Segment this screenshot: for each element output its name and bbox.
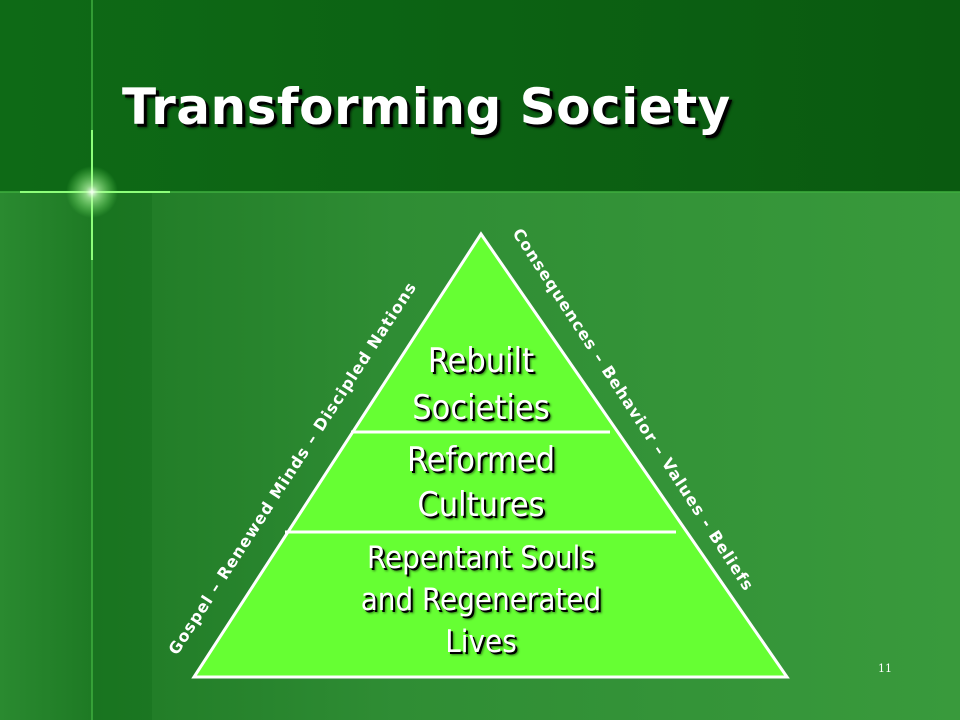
tier-label-top: Rebuilt Societies — [412, 341, 550, 428]
slide-title: Transforming Society — [122, 78, 731, 136]
tier-label-bottom: Repentant Souls and Regenerated Lives — [360, 540, 602, 660]
tier-label-middle: Reformed Cultures — [406, 440, 556, 525]
pyramid-shape — [191, 231, 790, 679]
slide-number: 11 — [878, 662, 892, 675]
